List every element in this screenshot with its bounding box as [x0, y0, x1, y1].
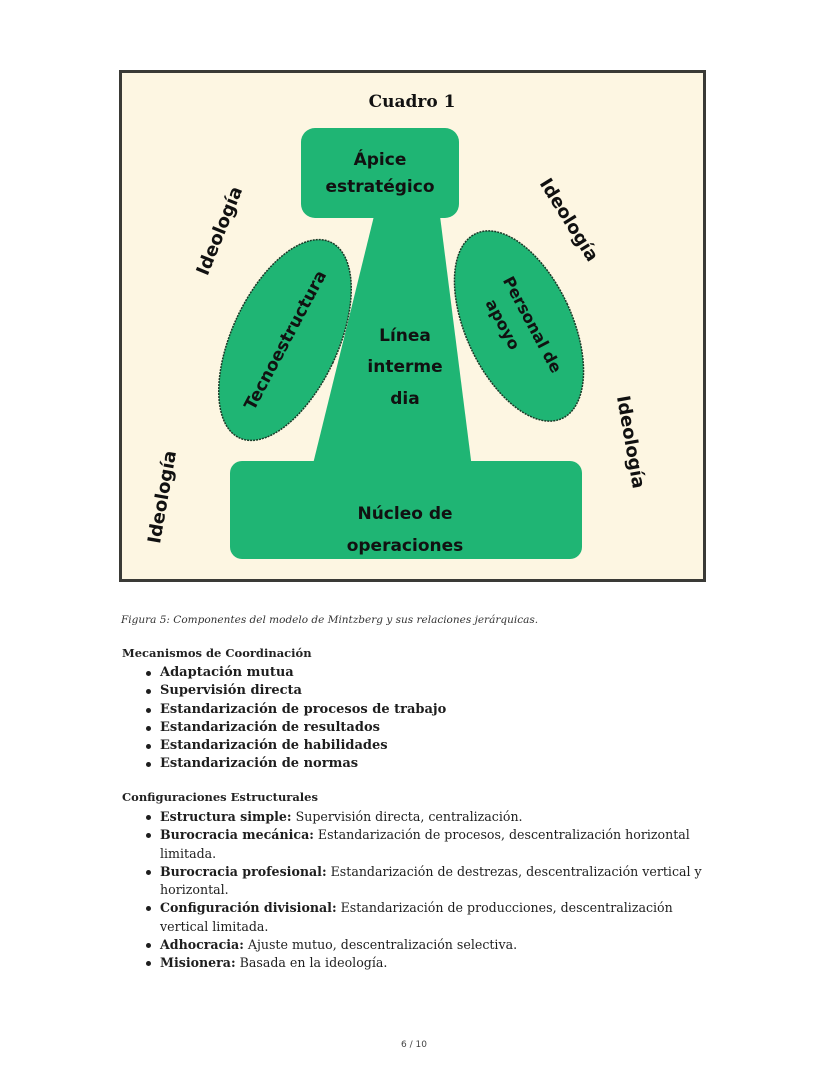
config-desc: Estandarización de procesos, descentrali…	[160, 827, 690, 861]
config-term: Configuración divisional:	[160, 900, 337, 916]
operating-core-shape	[230, 461, 582, 559]
list-item: Estructura simple: Supervisión directa, …	[146, 808, 705, 826]
config-term: Burocracia profesional:	[160, 863, 327, 879]
ideology-label-bottom-left: Ideología	[144, 449, 181, 545]
list-item: Estandarización de resultados	[145, 719, 446, 737]
technostructure-ellipse: Tecnoestructura	[217, 238, 353, 442]
coordination-list: Adaptación mutua Supervisión directa Est…	[145, 664, 446, 774]
config-term: Burocracia mecánica:	[160, 827, 314, 843]
operating-core-label-line2: operaciones	[347, 536, 464, 556]
support-staff-ellipse: Personal de apoyo	[453, 230, 585, 422]
coordination-heading: Mecanismos de Coordinación	[122, 646, 312, 660]
figure-caption: Figura 5: Componentes del modelo de Mint…	[121, 614, 539, 626]
mintzberg-diagram-figure: Cuadro 1 Tecnoestructura Personal de apo…	[119, 70, 706, 582]
config-desc: Estandarización de producciones, descent…	[160, 900, 673, 934]
configurations-list: Estructura simple: Supervisión directa, …	[146, 808, 705, 973]
middle-line-label-line3: dia	[390, 389, 419, 409]
list-item: Estandarización de normas	[145, 755, 446, 773]
list-item: Burocracia mecánica: Estandarización de …	[146, 826, 705, 863]
list-item: Adaptación mutua	[145, 664, 446, 682]
operating-core-label-line1: Núcleo de	[357, 504, 452, 524]
diagram-title: Cuadro 1	[369, 92, 456, 112]
list-item: Estandarización de procesos de trabajo	[145, 701, 446, 719]
config-desc: Ajuste mutuo, descentralización selectiv…	[243, 937, 518, 953]
config-term: Estructura simple:	[160, 809, 292, 824]
ideology-label-top-left: Ideología	[193, 183, 248, 278]
list-item: Adhocracia: Ajuste mutuo, descentralizac…	[146, 936, 705, 954]
config-term: Misionera:	[160, 955, 236, 971]
middle-line-label-line1: Línea	[379, 326, 431, 346]
list-item: Supervisión directa	[145, 682, 446, 700]
config-desc: Estandarización de destrezas, descentral…	[160, 863, 702, 898]
list-item: Configuración divisional: Estandarizació…	[146, 899, 705, 936]
config-term: Adhocracia:	[160, 937, 244, 953]
config-desc: Supervisión directa, centralización.	[291, 809, 523, 824]
middle-line-label-line2: interme	[367, 357, 442, 377]
ideology-label-top-right: Ideología	[535, 175, 603, 266]
strategic-apex-label-line1: Ápice	[354, 148, 407, 170]
list-item: Misionera: Basada en la ideología.	[146, 954, 705, 972]
strategic-apex-shape	[301, 128, 459, 218]
list-item: Estandarización de habilidades	[145, 737, 446, 755]
page-number: 6 / 10	[401, 1040, 427, 1050]
configurations-heading: Configuraciones Estructurales	[122, 790, 318, 804]
list-item: Burocracia profesional: Estandarización …	[146, 863, 705, 900]
strategic-apex-label-line2: estratégico	[325, 177, 434, 197]
ideology-label-bottom-right: Ideología	[612, 394, 649, 490]
middle-line-shape	[312, 216, 472, 468]
mintzberg-diagram: Cuadro 1 Tecnoestructura Personal de apo…	[144, 92, 649, 559]
config-desc: Basada en la ideología.	[235, 955, 388, 971]
